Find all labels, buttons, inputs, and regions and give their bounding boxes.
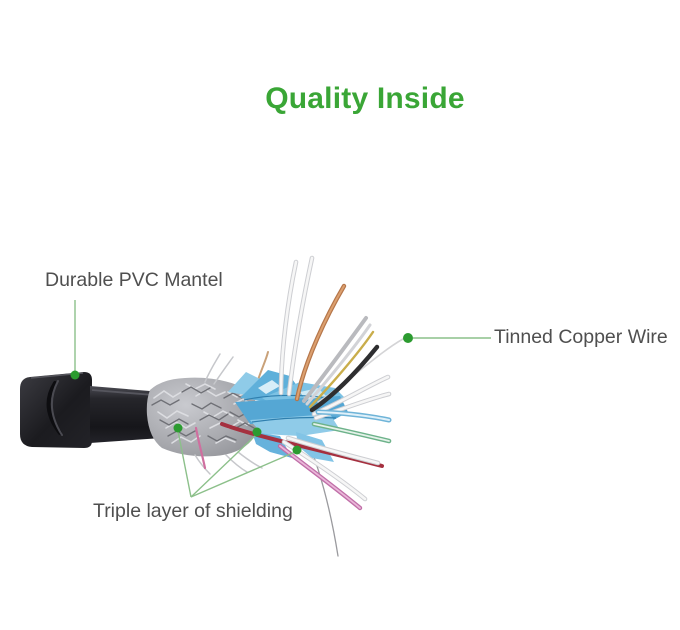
braided-shield [146, 351, 269, 475]
wire-orange [294, 283, 347, 402]
leader-dot-tinned-copper [403, 333, 413, 343]
shield-strands [194, 351, 269, 475]
wire-white-2 [286, 255, 315, 397]
pink-strand [194, 426, 207, 470]
leader-dot-shielding-1 [173, 423, 183, 433]
label-tinned-copper-wire: Tinned Copper Wire [494, 326, 668, 348]
wire-tinned-copper [317, 338, 404, 403]
wire-silver-pair [302, 316, 375, 409]
leader-line-shielding-3 [190, 451, 296, 498]
label-triple-layer-shielding: Triple layer of shielding [93, 500, 293, 522]
wire-green [311, 421, 392, 444]
wire-white-5 [285, 435, 381, 466]
wire-white-1 [278, 259, 299, 396]
wire-black [309, 344, 380, 413]
wire-pink [277, 443, 363, 511]
wire-white-4 [313, 391, 392, 421]
connector-boot [20, 372, 92, 448]
annotations [70, 300, 491, 498]
wire-yellow [308, 330, 375, 409]
leader-dot-pvc-mantel [70, 370, 80, 380]
label-durable-pvc-mantel: Durable PVC Mantel [45, 269, 223, 291]
wire-blue [315, 409, 392, 423]
leader-dot-shielding-2 [252, 427, 262, 437]
page-title: Quality Inside [265, 82, 465, 115]
braid-texture [151, 383, 256, 444]
wire-white-6 [281, 439, 368, 502]
inner-wires [220, 255, 404, 511]
leader-dot-shielding-3 [292, 445, 302, 455]
leader-line-shielding-2 [190, 434, 257, 498]
leader-line-shielding-1 [177, 430, 192, 498]
